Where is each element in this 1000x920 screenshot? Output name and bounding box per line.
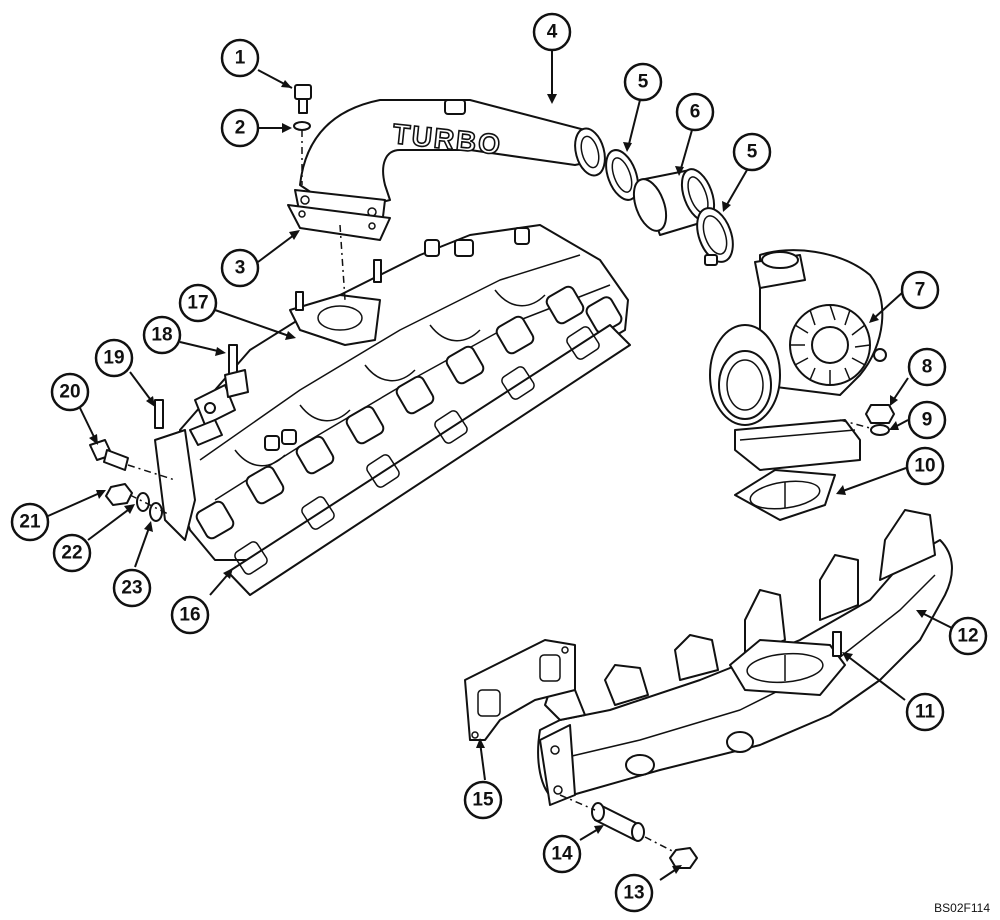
turbo-tube: TURBO bbox=[294, 99, 606, 226]
intake-manifold bbox=[154, 224, 629, 561]
washer bbox=[149, 502, 163, 522]
svg-text:21: 21 bbox=[19, 512, 41, 533]
callout-5b: 5 bbox=[732, 132, 772, 172]
turbine-fins bbox=[790, 304, 871, 385]
fitting bbox=[89, 439, 129, 471]
manifold-ports bbox=[195, 285, 623, 540]
callout-10: 10 bbox=[905, 446, 945, 486]
svg-text:23: 23 bbox=[121, 578, 142, 599]
svg-text:1: 1 bbox=[235, 48, 246, 69]
svg-text:3: 3 bbox=[235, 258, 246, 279]
callout-22: 22 bbox=[52, 533, 92, 573]
svg-text:16: 16 bbox=[179, 605, 200, 626]
callout-20: 20 bbox=[50, 372, 90, 412]
nut bbox=[865, 404, 895, 424]
svg-text:5: 5 bbox=[747, 142, 758, 163]
callout-23: 23 bbox=[112, 568, 152, 608]
svg-text:8: 8 bbox=[922, 357, 933, 378]
svg-text:17: 17 bbox=[187, 293, 208, 314]
callout-21: 21 bbox=[10, 502, 50, 542]
svg-text:6: 6 bbox=[690, 102, 701, 123]
callout-2: 2 bbox=[220, 108, 260, 148]
svg-text:5: 5 bbox=[638, 72, 649, 93]
callout-13: 13 bbox=[614, 873, 654, 913]
drawing-code: BS02F114 bbox=[934, 901, 990, 915]
exhaust-manifold bbox=[537, 509, 953, 806]
svg-text:14: 14 bbox=[551, 844, 573, 865]
callout-17: 17 bbox=[178, 283, 218, 323]
exhaust-gasket bbox=[464, 639, 576, 741]
stud bbox=[832, 631, 842, 657]
svg-text:20: 20 bbox=[59, 382, 80, 403]
svg-text:22: 22 bbox=[61, 543, 82, 564]
svg-text:19: 19 bbox=[103, 348, 124, 369]
callout-15: 15 bbox=[463, 780, 503, 820]
svg-text:4: 4 bbox=[547, 22, 558, 43]
callout-11: 11 bbox=[905, 692, 945, 732]
spacer bbox=[591, 802, 645, 842]
tube-flange-gasket bbox=[287, 204, 391, 241]
svg-text:11: 11 bbox=[915, 702, 936, 723]
stud bbox=[224, 344, 249, 398]
hose-clamp-left bbox=[605, 149, 639, 201]
svg-text:15: 15 bbox=[472, 790, 494, 811]
svg-text:13: 13 bbox=[623, 883, 644, 904]
callout-12: 12 bbox=[948, 616, 988, 656]
callout-3: 3 bbox=[220, 248, 260, 288]
callout-6: 6 bbox=[675, 92, 715, 132]
svg-text:2: 2 bbox=[235, 118, 246, 139]
manifold-flange bbox=[289, 259, 382, 346]
washer bbox=[870, 424, 890, 436]
stud bbox=[154, 399, 164, 429]
callout-1: 1 bbox=[220, 38, 260, 78]
callout-19: 19 bbox=[94, 338, 134, 378]
callout-14: 14 bbox=[542, 834, 582, 874]
callout-16: 16 bbox=[170, 595, 210, 635]
callout-4: 4 bbox=[532, 12, 572, 52]
callout-7: 7 bbox=[900, 270, 940, 310]
svg-text:18: 18 bbox=[151, 325, 172, 346]
hose-clamp-right bbox=[696, 207, 734, 266]
leader-lines bbox=[47, 50, 953, 881]
turbocharger bbox=[709, 249, 887, 471]
nut bbox=[669, 847, 698, 869]
callout-18: 18 bbox=[142, 315, 182, 355]
svg-text:10: 10 bbox=[914, 456, 935, 477]
intake-gasket bbox=[227, 324, 631, 596]
svg-text:7: 7 bbox=[915, 280, 926, 301]
callout-8: 8 bbox=[907, 347, 947, 387]
nut bbox=[105, 483, 133, 506]
bolt bbox=[294, 84, 312, 114]
washer bbox=[293, 121, 311, 131]
turbo-gasket bbox=[734, 469, 836, 521]
callout-5a: 5 bbox=[623, 62, 663, 102]
washer bbox=[136, 492, 150, 512]
callout-9: 9 bbox=[907, 400, 947, 440]
svg-text:12: 12 bbox=[957, 626, 978, 647]
svg-text:9: 9 bbox=[922, 410, 933, 431]
